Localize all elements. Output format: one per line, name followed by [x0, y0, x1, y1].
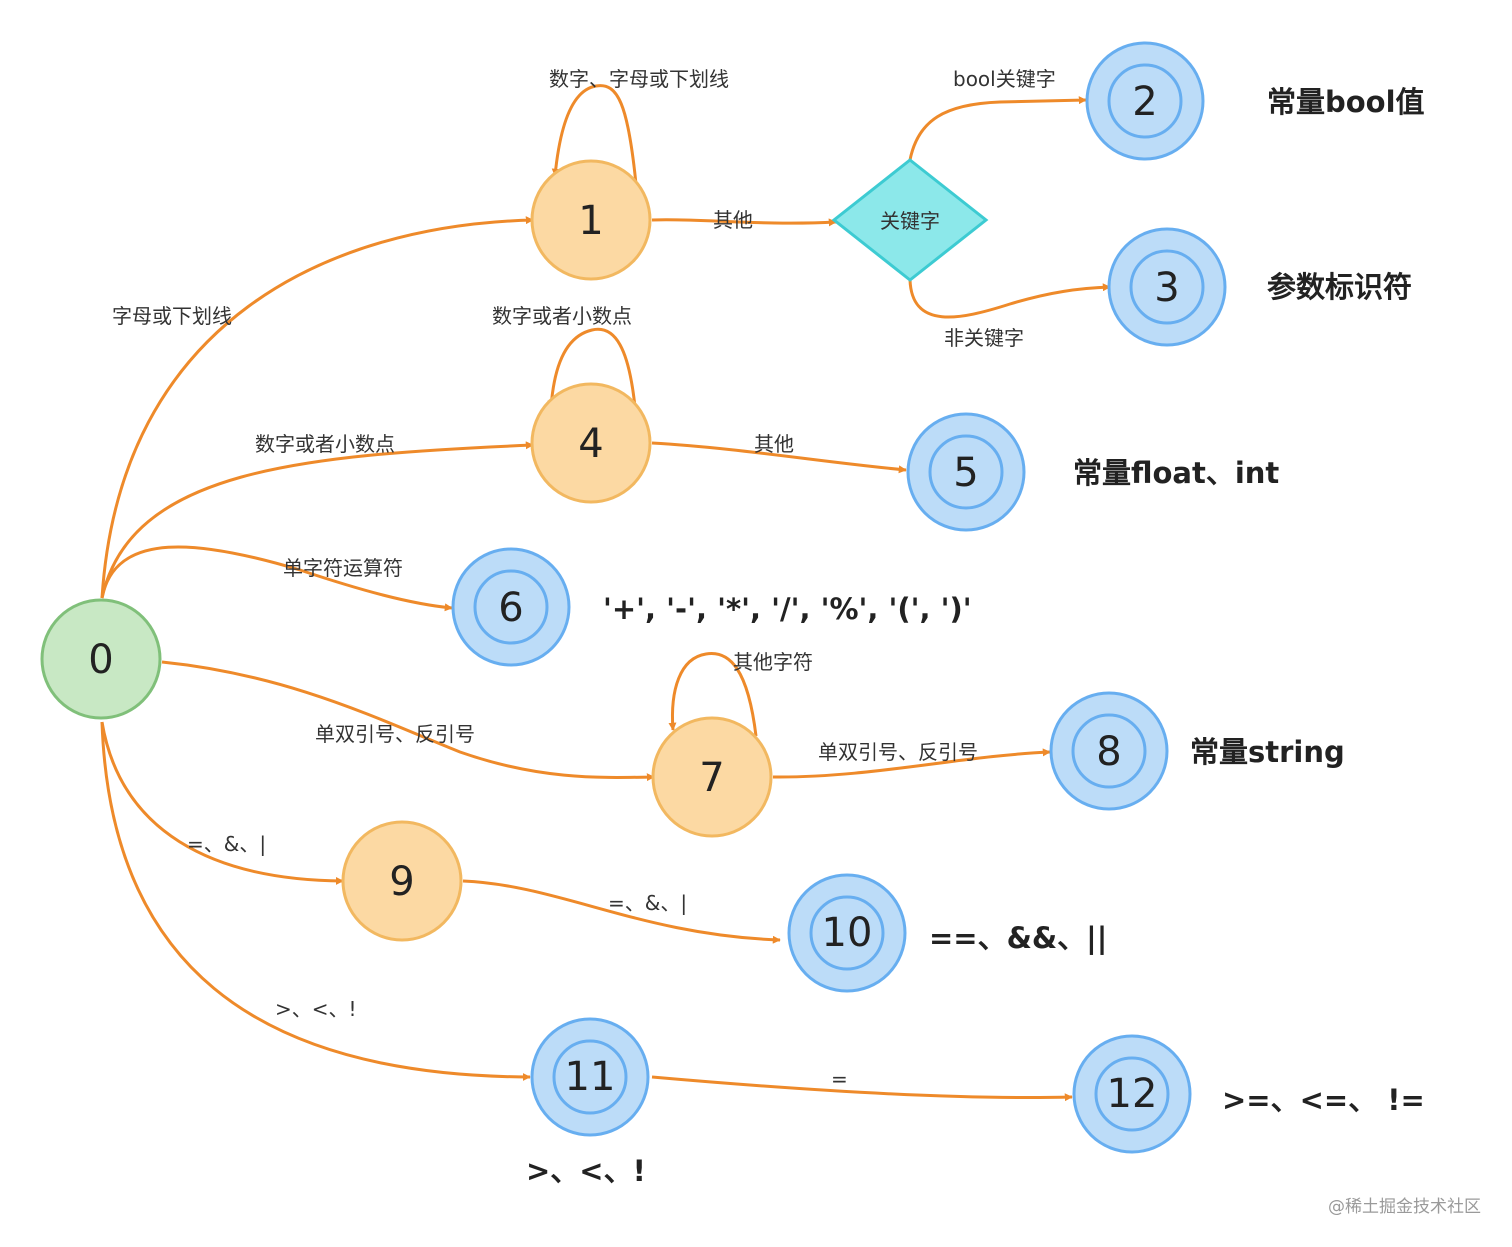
edge-label-4-5: 其他 [754, 432, 794, 456]
state-label-0: 0 [88, 637, 113, 683]
token-label-compare-eq: >=、<=、 != [1222, 1083, 1425, 1117]
edge-label-loop-7: 其他字符 [733, 650, 813, 674]
token-label-number: 常量float、int [1073, 456, 1279, 490]
decision-keyword: 关键字 [831, 158, 989, 282]
edge-label-0-7: 单双引号、反引号 [315, 722, 475, 746]
edge-label-decision-2: bool关键字 [953, 67, 1056, 91]
state-node-4: 4 [530, 382, 652, 504]
edge-decision-to-3 [908, 279, 1111, 319]
edge-decision-to-2 [908, 96, 1087, 161]
edge-label-loop-1: 数字、字母或下划线 [549, 67, 729, 91]
edge-label-11-12: = [831, 1067, 848, 1091]
edge-label-9-10: =、&、| [608, 891, 687, 915]
state-label-12: 12 [1107, 1071, 1158, 1117]
state-node-12: 12 [1072, 1034, 1192, 1154]
edge-4-to-5 [651, 441, 907, 474]
state-node-6: 6 [451, 547, 571, 667]
state-label-3: 3 [1154, 265, 1179, 311]
token-label-compare: >、<、! [526, 1154, 646, 1188]
state-label-7: 7 [699, 755, 724, 801]
state-label-1: 1 [578, 198, 603, 244]
edge-0-to-11 [100, 721, 531, 1081]
state-node-9: 9 [341, 820, 463, 942]
state-node-7: 7 [651, 716, 773, 838]
state-label-9: 9 [389, 859, 414, 905]
edge-label-0-11: >、<、! [275, 997, 357, 1021]
edge-label-0-4: 数字或者小数点 [255, 432, 395, 456]
state-label-5: 5 [953, 450, 978, 496]
edge-label-decision-3: 非关键字 [944, 326, 1024, 350]
edge-11-to-12 [651, 1075, 1073, 1102]
state-label-2: 2 [1132, 79, 1157, 125]
decision-label: 关键字 [880, 209, 940, 233]
token-label-string: 常量string [1190, 735, 1345, 769]
edge-0-to-4 [100, 441, 534, 599]
edge-label-7-8: 单双引号、反引号 [818, 740, 978, 764]
state-label-8: 8 [1096, 729, 1121, 775]
edge-9-to-10 [462, 879, 781, 944]
state-node-2: 2 [1085, 41, 1205, 161]
edge-label-0-6: 单字符运算符 [283, 556, 403, 580]
state-node-5: 5 [906, 412, 1026, 532]
state-node-10: 10 [787, 873, 907, 993]
edge-0-to-1 [100, 216, 534, 599]
state-node-1: 1 [530, 159, 652, 281]
edge-7-to-8 [772, 748, 1051, 779]
state-node-0: 0 [40, 598, 162, 720]
token-label-identifier: 参数标识符 [1267, 270, 1412, 304]
state-label-6: 6 [498, 585, 523, 631]
edge-0-to-7 [161, 660, 655, 782]
state-node-11: 11 [530, 1017, 650, 1137]
edge-label-loop-4: 数字或者小数点 [492, 304, 632, 328]
edge-0-to-9 [100, 721, 344, 885]
state-node-8: 8 [1049, 691, 1169, 811]
edge-loop-1 [551, 84, 638, 185]
token-label-double-ops: ==、&&、|| [929, 921, 1107, 955]
token-label-operators: '+', '-', '*', '/', '%', '(', ')' [603, 592, 972, 626]
state-node-3: 3 [1107, 227, 1227, 347]
token-label-bool: 常量bool值 [1267, 85, 1425, 119]
edge-loop-4 [547, 327, 638, 419]
watermark: @稀土掘金技术社区 [1328, 1197, 1481, 1217]
edge-1-to-decision [651, 218, 837, 227]
state-label-11: 11 [565, 1054, 616, 1100]
edge-label-0-9: =、&、| [187, 832, 266, 856]
edge-label-0-1: 字母或下划线 [112, 304, 232, 328]
edge-label-1-decision: 其他 [713, 208, 753, 232]
state-label-10: 10 [822, 910, 873, 956]
state-label-4: 4 [578, 421, 603, 467]
edge-loop-7 [668, 652, 758, 737]
edge-0-to-6 [100, 545, 453, 612]
